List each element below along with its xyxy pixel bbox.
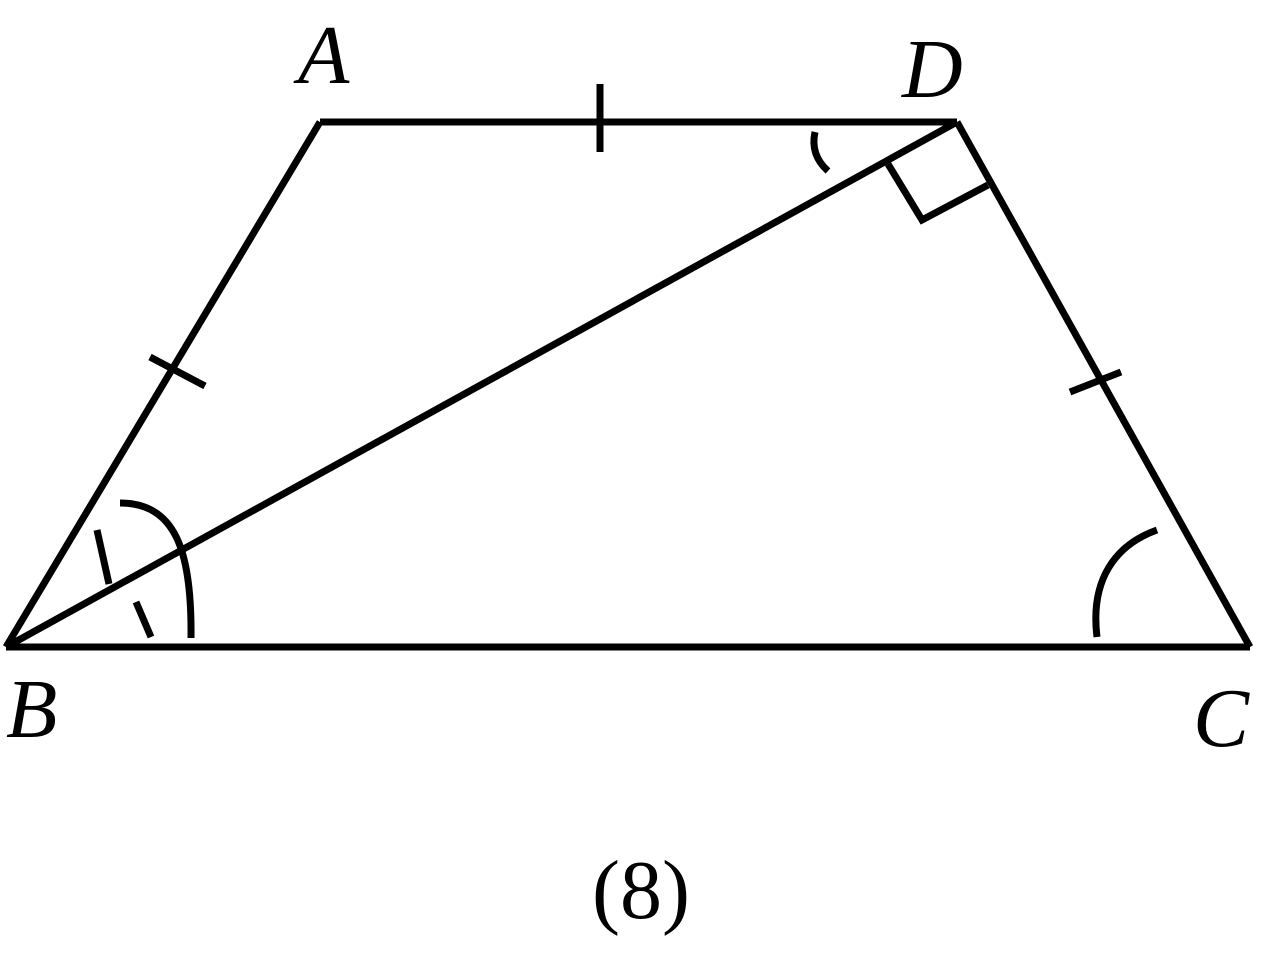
angle-arc-bcd [1092,526,1159,638]
diagonal-bd [4,118,959,651]
angle-tick-abd [93,529,113,585]
figure-caption: (8) [592,844,690,937]
vertex-label-a: A [293,9,350,102]
angle-arc-adb [810,131,831,174]
side-ab [2,120,324,649]
vertex-label-b: B [6,663,57,756]
tick-mark-ab [148,353,207,390]
vertex-label-c: C [1193,672,1250,765]
side-dc [953,120,1254,649]
tick-mark-dc [1068,368,1123,396]
vertex-label-d: D [901,23,963,116]
angle-tick-dbc [132,600,155,639]
angle-arc-abc [119,499,195,639]
right-angle-marker-d [885,162,990,225]
